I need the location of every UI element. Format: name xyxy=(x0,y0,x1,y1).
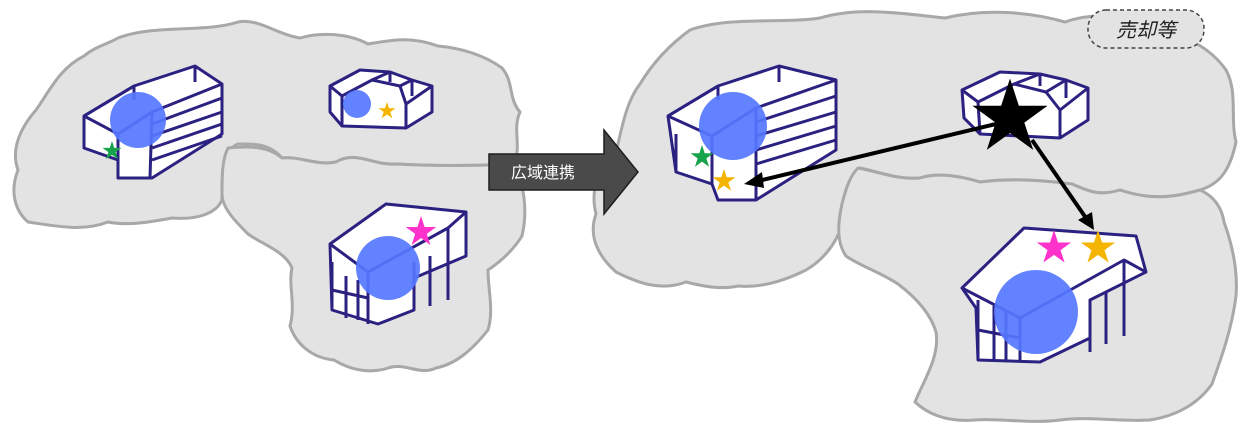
function-circle-icon xyxy=(356,236,420,300)
flow-arrow-icon xyxy=(744,172,764,188)
building-b-after xyxy=(960,70,1090,140)
function-circle-icon xyxy=(110,92,166,148)
house-icon xyxy=(960,70,1090,140)
process-arrow: 広域連携 xyxy=(488,127,639,217)
after-map xyxy=(591,10,1238,423)
disposal-tag: 売却等 xyxy=(1087,9,1205,49)
function-circle-icon xyxy=(994,270,1078,354)
building-c-after xyxy=(960,226,1148,364)
before-map xyxy=(12,19,527,373)
flow-arrow-icon xyxy=(1078,212,1094,230)
process-arrow-label: 広域連携 xyxy=(511,163,575,182)
building-a-after xyxy=(666,64,838,202)
function-circle-icon xyxy=(343,90,371,118)
star-outline-icon xyxy=(1000,107,1021,127)
building-a-before xyxy=(82,64,224,180)
building-c-before xyxy=(328,202,468,326)
function-circle-icon xyxy=(699,92,767,160)
flow-arrow-to-c xyxy=(1030,138,1094,230)
building-b-before xyxy=(328,68,434,130)
flow-arrow-to-a xyxy=(744,122,997,188)
disposal-tag-label: 売却等 xyxy=(1116,18,1179,42)
